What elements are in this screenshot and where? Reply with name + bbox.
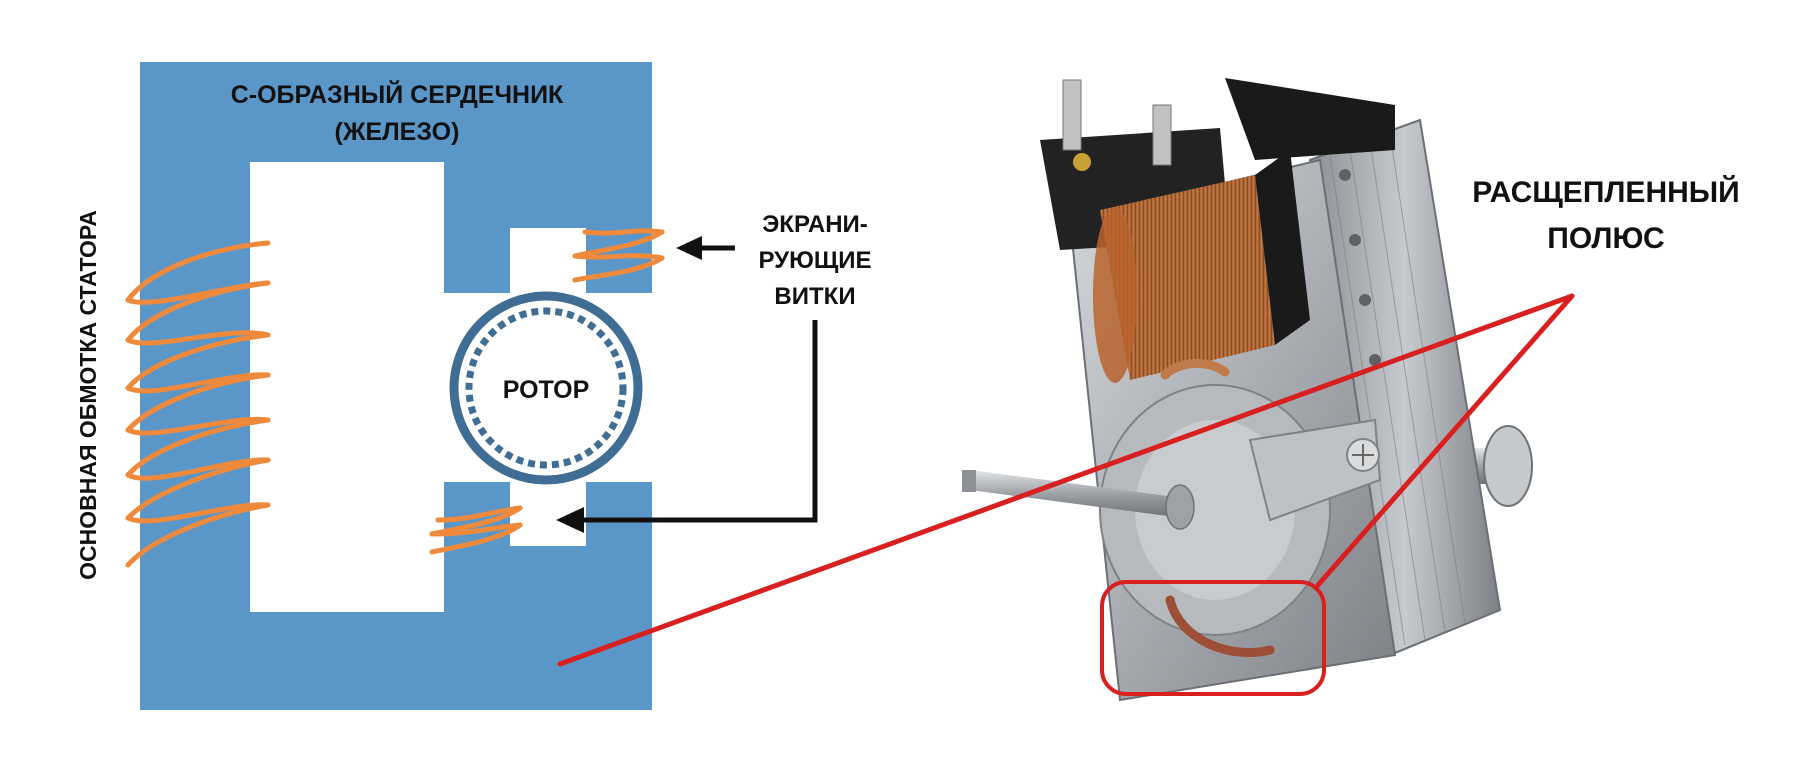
split-pole-label-line1: РАСЩЕПЛЕННЫЙ — [1472, 175, 1739, 209]
shading-ring — [1160, 358, 1275, 658]
split-pole-label-line2: ПОЛЮС — [1547, 222, 1664, 255]
upper-shading-coil — [572, 228, 665, 283]
shading-label-line2: РУЮЩИЕ — [758, 247, 871, 274]
arrow-lower — [556, 320, 818, 533]
winding-label: ОСНОВНАЯ ОБМОТКА СТАТОРА — [75, 210, 101, 580]
rotor-label: РОТОР — [503, 376, 590, 404]
main-winding — [125, 240, 271, 568]
pointer-lines — [557, 293, 1575, 667]
split-pole-highlight — [1100, 580, 1326, 696]
core-label-line1: С-ОБРАЗНЫЙ СЕРДЕЧНИК — [231, 79, 564, 109]
arrow-upper — [676, 236, 735, 260]
frame-holes — [1339, 169, 1381, 366]
shading-label-line1: ЭКРАНИ- — [762, 211, 868, 238]
c-core — [140, 62, 652, 710]
front-shaft — [962, 470, 1195, 530]
lower-shading-coil — [429, 505, 523, 555]
core-label-line2: (ЖЕЛЕЗО) — [335, 118, 460, 146]
motor-illustration — [962, 78, 1533, 702]
shading-label-line3: ВИТКИ — [774, 283, 855, 310]
copper-coil — [1093, 150, 1310, 383]
rotor: РОТОР — [449, 291, 643, 485]
schematic: С-ОБРАЗНЫЙ СЕРДЕЧНИК (ЖЕЛЕЗО) ОСНОВНАЯ О… — [75, 62, 872, 710]
